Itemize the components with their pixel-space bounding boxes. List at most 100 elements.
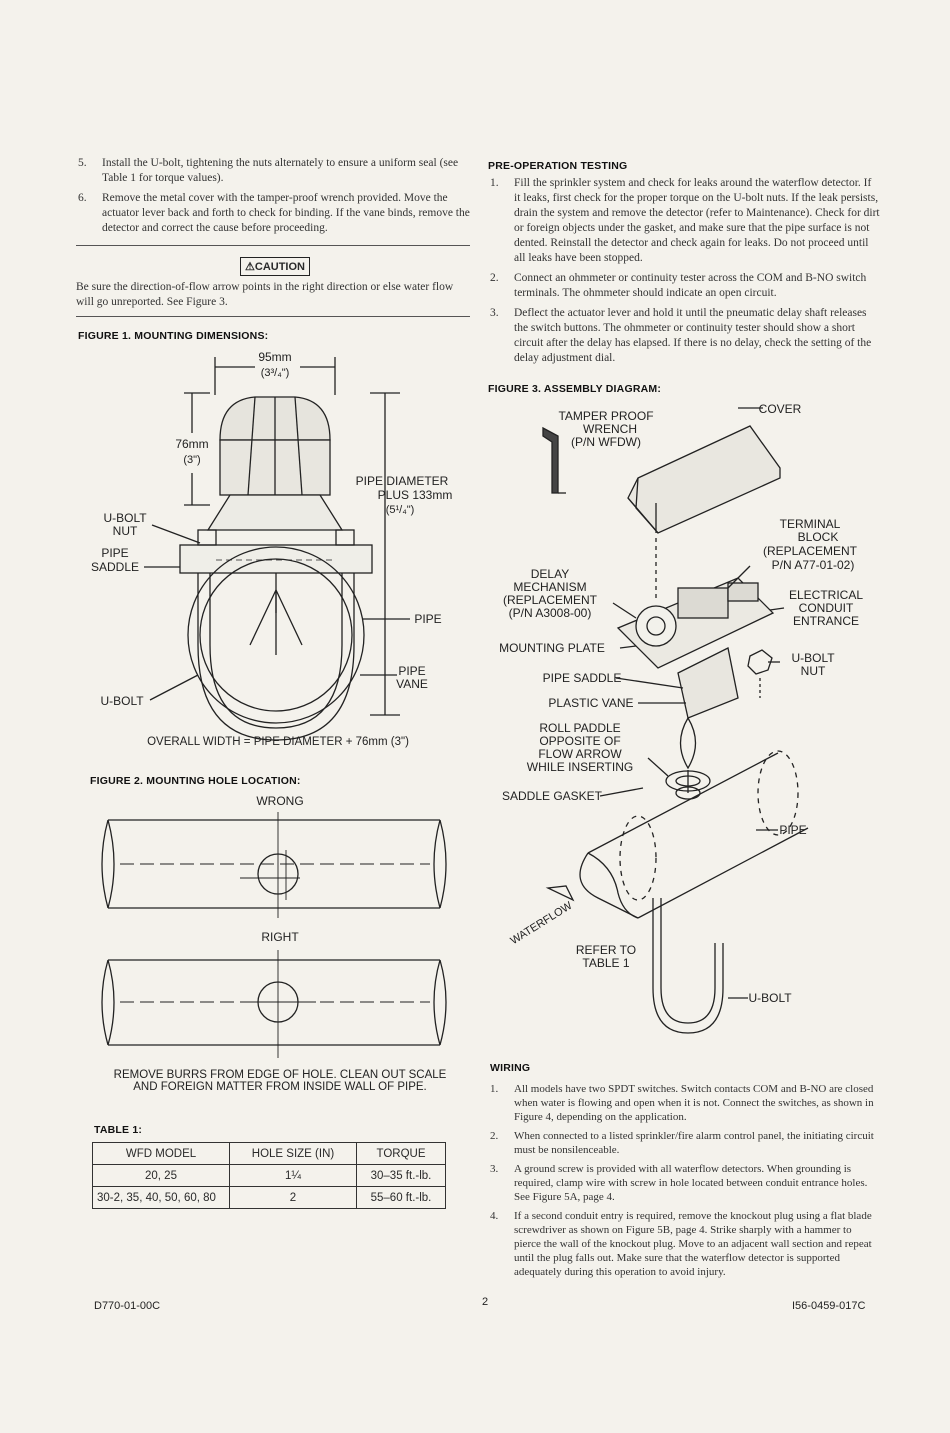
fig3-waterflow: WATERFLOW [508, 899, 574, 947]
fig1-width-mm: 95mm [258, 350, 291, 364]
page-number: 2 [482, 1296, 489, 1308]
fig3-roll-4: WHILE INSERTING [527, 760, 633, 774]
wiring-steps: 1. All models have two SPDT switches. Sw… [488, 1082, 880, 1284]
fig3-ubolt: U-BOLT [748, 991, 792, 1005]
table-row: 20, 25 1¼ 30–35 ft.-lb. [92, 1164, 446, 1187]
divider [76, 245, 470, 246]
wiring-item-number: 2. [490, 1130, 499, 1142]
fig1-pipe-diameter-1: PIPE DIAMETER [356, 474, 449, 488]
wiring-item-text: If a second conduit entry is required, r… [514, 1210, 872, 1278]
fig1-pipe-diameter-3: (5¹/₄") [386, 504, 415, 516]
figure-1-title: FIGURE 1. MOUNTING DIMENSIONS: [78, 330, 269, 342]
fig1-pipe-saddle-2: SADDLE [91, 560, 139, 574]
fig3-conduit-2: CONDUIT [799, 601, 854, 615]
preop-item: 3. Deflect the actuator lever and hold i… [488, 306, 880, 366]
wiring-title: WIRING [490, 1062, 531, 1074]
figure-1-mounting-dimensions: 95mm (3³/₄") 76mm (3") PIPE DIAMETER PLU… [91, 350, 453, 748]
fig2-wrong-label: WRONG [256, 794, 303, 808]
table-header: WFD MODEL [92, 1142, 230, 1165]
step-5-number: 5. [78, 157, 87, 169]
fig1-pipe-saddle-1: PIPE [101, 546, 128, 560]
fig2-note-1: REMOVE BURRS FROM EDGE OF HOLE. CLEAN OU… [114, 1069, 447, 1081]
fig1-pipe-vane-1: PIPE [398, 664, 425, 678]
fig1-ubolt: U-BOLT [100, 694, 144, 708]
preop-item: 2. Connect an ohmmeter or continuity tes… [488, 271, 880, 301]
wiring-item-text: All models have two SPDT switches. Switc… [514, 1083, 874, 1123]
fig3-mounting-plate: MOUNTING PLATE [499, 641, 605, 655]
wiring-item-text: A ground screw is provided with all wate… [514, 1163, 868, 1203]
step-6: 6. Remove the metal cover with the tampe… [76, 191, 470, 236]
wiring-item-number: 1. [490, 1083, 499, 1095]
figure-2-mounting-hole: WRONG RIGHT REMOVE BURRS FROM EDGE OF HO… [101, 794, 447, 1093]
pre-operation-title: PRE-OPERATION TESTING [488, 160, 628, 172]
fig3-roll-2: OPPOSITE OF [539, 734, 620, 748]
preop-item-number: 3. [490, 307, 499, 319]
fig3-conduit-1: ELECTRICAL [789, 588, 863, 602]
step-5: 5. Install the U-bolt, tightening the nu… [76, 156, 470, 186]
wiring-item-number: 4. [490, 1210, 499, 1222]
footer-doc-number: I56-0459-017C [792, 1300, 866, 1312]
table-cell: 2 [229, 1186, 357, 1209]
fig3-pipe-saddle: PIPE SADDLE [543, 671, 622, 685]
fig1-ubolt-nut-2: NUT [113, 524, 138, 538]
fig3-ubolt-nut-1: U-BOLT [791, 651, 835, 665]
table-cell: 55–60 ft.-lb. [356, 1186, 446, 1209]
warning-triangle-icon: ⚠ [245, 261, 255, 273]
pre-operation-steps: 1. Fill the sprinkler system and check f… [488, 176, 880, 371]
fig3-terminal-1: TERMINAL [780, 517, 841, 531]
fig3-refer-2: TABLE 1 [582, 956, 629, 970]
fig1-ubolt-nut-1: U-BOLT [103, 511, 147, 525]
fig3-wrench-1: TAMPER PROOF [558, 409, 653, 423]
fig1-pipe-vane-2: VANE [396, 677, 428, 691]
fig3-wrench-3: (P/N WFDW) [571, 435, 641, 449]
fig3-plastic-vane: PLASTIC VANE [548, 696, 633, 710]
table-cell: 30–35 ft.-lb. [356, 1164, 446, 1187]
fig1-height-mm: 76mm [175, 437, 208, 451]
wiring-item: 3. A ground screw is provided with all w… [488, 1162, 880, 1204]
fig1-overall-width: OVERALL WIDTH = PIPE DIAMETER + 76mm (3"… [147, 736, 409, 748]
fig3-ubolt-nut-2: NUT [801, 664, 826, 678]
table-cell: 20, 25 [92, 1164, 230, 1187]
fig3-roll-1: ROLL PADDLE [539, 721, 620, 735]
figure-2-title: FIGURE 2. MOUNTING HOLE LOCATION: [90, 775, 301, 787]
fig3-refer-1: REFER TO [576, 943, 636, 957]
table-row: 30-2, 35, 40, 50, 60, 80 2 55–60 ft.-lb. [92, 1186, 446, 1209]
fig3-roll-3: FLOW ARROW [538, 747, 622, 761]
table-header: TORQUE [356, 1142, 446, 1165]
fig3-terminal-3: (REPLACEMENT [763, 544, 858, 558]
fig3-conduit-3: ENTRANCE [793, 614, 859, 628]
preop-item: 1. Fill the sprinkler system and check f… [488, 176, 880, 266]
fig2-right-label: RIGHT [261, 930, 299, 944]
figure-3-assembly-diagram: TAMPER PROOF WRENCH (P/N WFDW) COVER TER… [499, 402, 863, 1034]
divider [76, 316, 470, 317]
fig1-width-in: (3³/₄") [261, 367, 290, 379]
fig1-pipe: PIPE [414, 612, 441, 626]
fig3-terminal-4: P/N A77-01-02) [772, 558, 855, 572]
wiring-item: 1. All models have two SPDT switches. Sw… [488, 1082, 880, 1124]
caution-box: ⚠CAUTION [240, 257, 310, 276]
table-1-title: TABLE 1: [94, 1124, 143, 1136]
preop-item-number: 2. [490, 272, 499, 284]
preop-item-text: Deflect the actuator lever and hold it u… [514, 307, 872, 364]
fig2-note-2: AND FOREIGN MATTER FROM INSIDE WALL OF P… [133, 1081, 427, 1093]
fig3-wrench-2: WRENCH [583, 422, 637, 436]
fig1-height-in: (3") [183, 454, 200, 466]
fig3-gasket: SADDLE GASKET [502, 789, 603, 803]
fig3-terminal-2: BLOCK [798, 530, 839, 544]
fig3-delay-4: (P/N A3008-00) [509, 606, 592, 620]
install-steps: 5. Install the U-bolt, tightening the nu… [76, 156, 470, 241]
table-cell: 1¼ [229, 1164, 357, 1187]
fig3-pipe: PIPE [779, 823, 806, 837]
footer-doc-code: D770-01-00C [94, 1300, 161, 1312]
fig1-pipe-diameter-2: PLUS 133mm [378, 488, 453, 502]
table-cell: 30-2, 35, 40, 50, 60, 80 [92, 1186, 230, 1209]
wiring-item-number: 3. [490, 1163, 499, 1175]
preop-item-text: Connect an ohmmeter or continuity tester… [514, 272, 867, 299]
step-6-text: Remove the metal cover with the tamper-p… [102, 192, 470, 234]
table-header: HOLE SIZE (IN) [229, 1142, 357, 1165]
fig3-delay-1: DELAY [531, 567, 569, 581]
preop-item-number: 1. [490, 177, 499, 189]
caution-label: CAUTION [254, 261, 305, 273]
wiring-item-text: When connected to a listed sprinkler/fir… [514, 1130, 874, 1156]
fig3-cover: COVER [759, 402, 802, 416]
